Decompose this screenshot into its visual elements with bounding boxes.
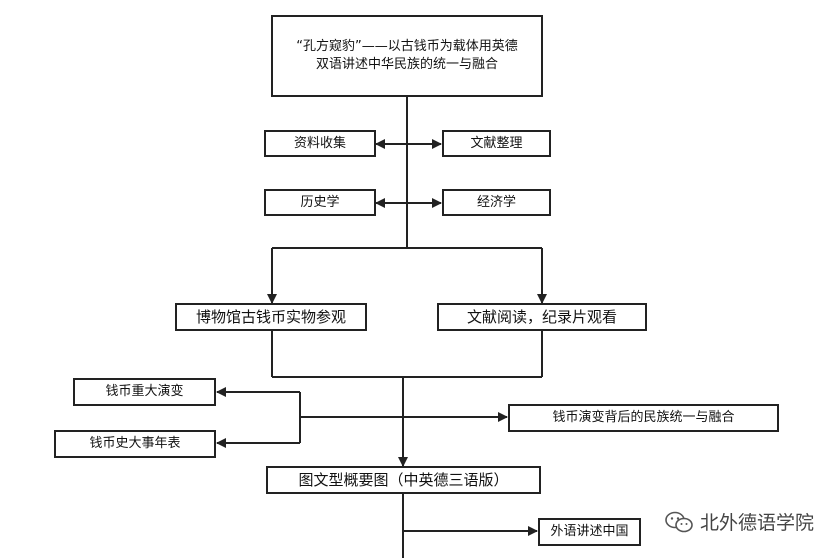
history-node: 历史学 [264,189,376,216]
chronology-node: 钱币史大事年表 [54,430,216,458]
collect-node: 资料收集 [264,130,376,157]
title-node: “孔方窥豹”——以古钱币为载体用英德 双语讲述中华民族的统一与融合 [271,15,543,97]
reading-node: 文献阅读，纪录片观看 [437,303,647,331]
unity-node: 钱币演变背后的民族统一与融合 [508,404,779,432]
watermark: 北外德语学院 [664,508,814,535]
watermark-text: 北外德语学院 [699,512,814,534]
museum-node: 博物馆古钱币实物参观 [175,303,367,331]
wechat-icon [665,511,693,532]
organize-node: 文献整理 [442,130,551,157]
foreign-node: 外语讲述中国 [538,518,641,546]
economics-node: 经济学 [442,189,551,216]
evolution-node: 钱币重大演变 [73,378,216,406]
overview-node: 图文型概要图（中英德三语版） [266,466,541,494]
